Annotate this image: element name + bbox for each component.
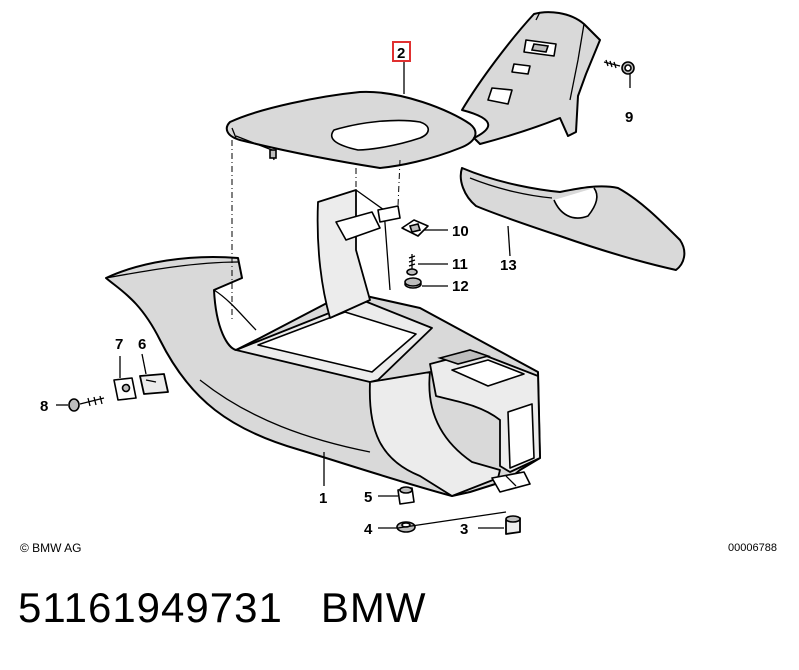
sleeve-3 xyxy=(505,515,521,535)
document-number: 00006788 xyxy=(728,542,777,554)
nut-5 xyxy=(397,486,415,505)
trim-strip xyxy=(459,167,686,271)
callout-10: 10 xyxy=(452,223,469,240)
callout-1: 1 xyxy=(319,490,327,507)
screw-11 xyxy=(406,254,418,276)
callout-2: 2 xyxy=(397,45,405,62)
callout-11: 11 xyxy=(452,256,468,273)
callout-5: 5 xyxy=(364,489,372,506)
bracket-near-10 xyxy=(377,205,401,223)
parts-diagram: 2 9 10 11 12 13 7 6 8 1 5 4 3 xyxy=(40,11,686,538)
brand-name: BMW xyxy=(320,584,427,631)
screw-8 xyxy=(68,395,105,412)
copyright-notice: © BMW AG xyxy=(20,541,82,555)
callout-9: 9 xyxy=(625,109,633,126)
screw-9 xyxy=(603,59,635,75)
callout-8: 8 xyxy=(40,398,48,415)
center-console xyxy=(105,189,541,497)
grommet-12 xyxy=(404,277,422,289)
side-panel-upper xyxy=(461,11,601,145)
footer-caption: 51161949731 BMW xyxy=(18,584,427,632)
callout-12: 12 xyxy=(452,278,469,295)
callout-7: 7 xyxy=(115,336,123,353)
callout-6: 6 xyxy=(138,336,146,353)
nut-6 xyxy=(139,373,169,395)
armrest-lid xyxy=(225,90,477,169)
clip-10 xyxy=(401,219,429,237)
leader-lines xyxy=(56,60,631,529)
callout-3: 3 xyxy=(460,521,468,538)
callout-labels: 2 9 10 11 12 13 7 6 8 1 5 4 3 xyxy=(40,41,633,538)
callout-13: 13 xyxy=(500,257,517,274)
callout-4: 4 xyxy=(364,521,373,538)
clip-7 xyxy=(113,377,137,401)
highlight-box-2 xyxy=(392,41,411,62)
part-number: 51161949731 xyxy=(18,584,283,631)
